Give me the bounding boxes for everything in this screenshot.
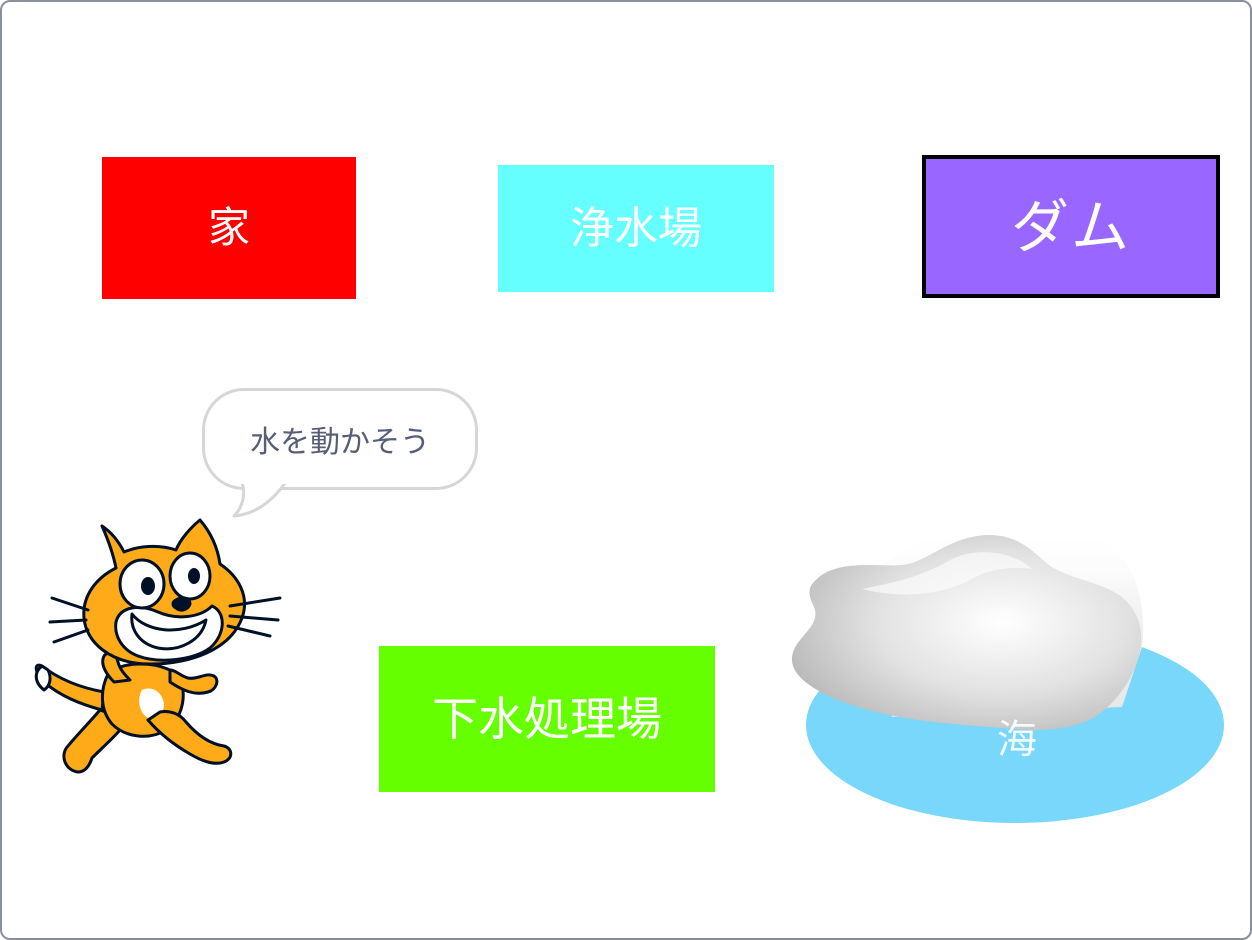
speech-text: 水を動かそう xyxy=(250,425,430,460)
house-sprite[interactable]: 家 xyxy=(102,157,356,299)
cat-tail xyxy=(34,663,106,712)
water-purification-sprite[interactable]: 浄水場 xyxy=(498,165,774,292)
speech-bubble: 水を動かそう xyxy=(202,388,478,490)
sea-sprite[interactable] xyxy=(782,507,1232,837)
dam-label: ダム xyxy=(1010,192,1131,261)
sewage-treatment-label: 下水処理場 xyxy=(432,692,662,746)
sewage-treatment-sprite[interactable]: 下水処理場 xyxy=(379,646,715,792)
cat-sprite[interactable] xyxy=(30,514,292,782)
dam-sprite[interactable]: ダム xyxy=(922,155,1220,298)
cloud-shape xyxy=(791,534,1142,731)
speech-bubble-tail xyxy=(232,482,290,518)
water-purification-label: 浄水場 xyxy=(570,202,702,254)
house-label: 家 xyxy=(207,203,250,252)
cat-nose xyxy=(171,596,192,612)
sea-label: 海 xyxy=(997,717,1037,763)
cloud-highlight xyxy=(862,552,1032,595)
cat-front-leg xyxy=(146,710,233,765)
cat-mouth xyxy=(130,612,208,651)
cat-arm xyxy=(168,668,219,695)
